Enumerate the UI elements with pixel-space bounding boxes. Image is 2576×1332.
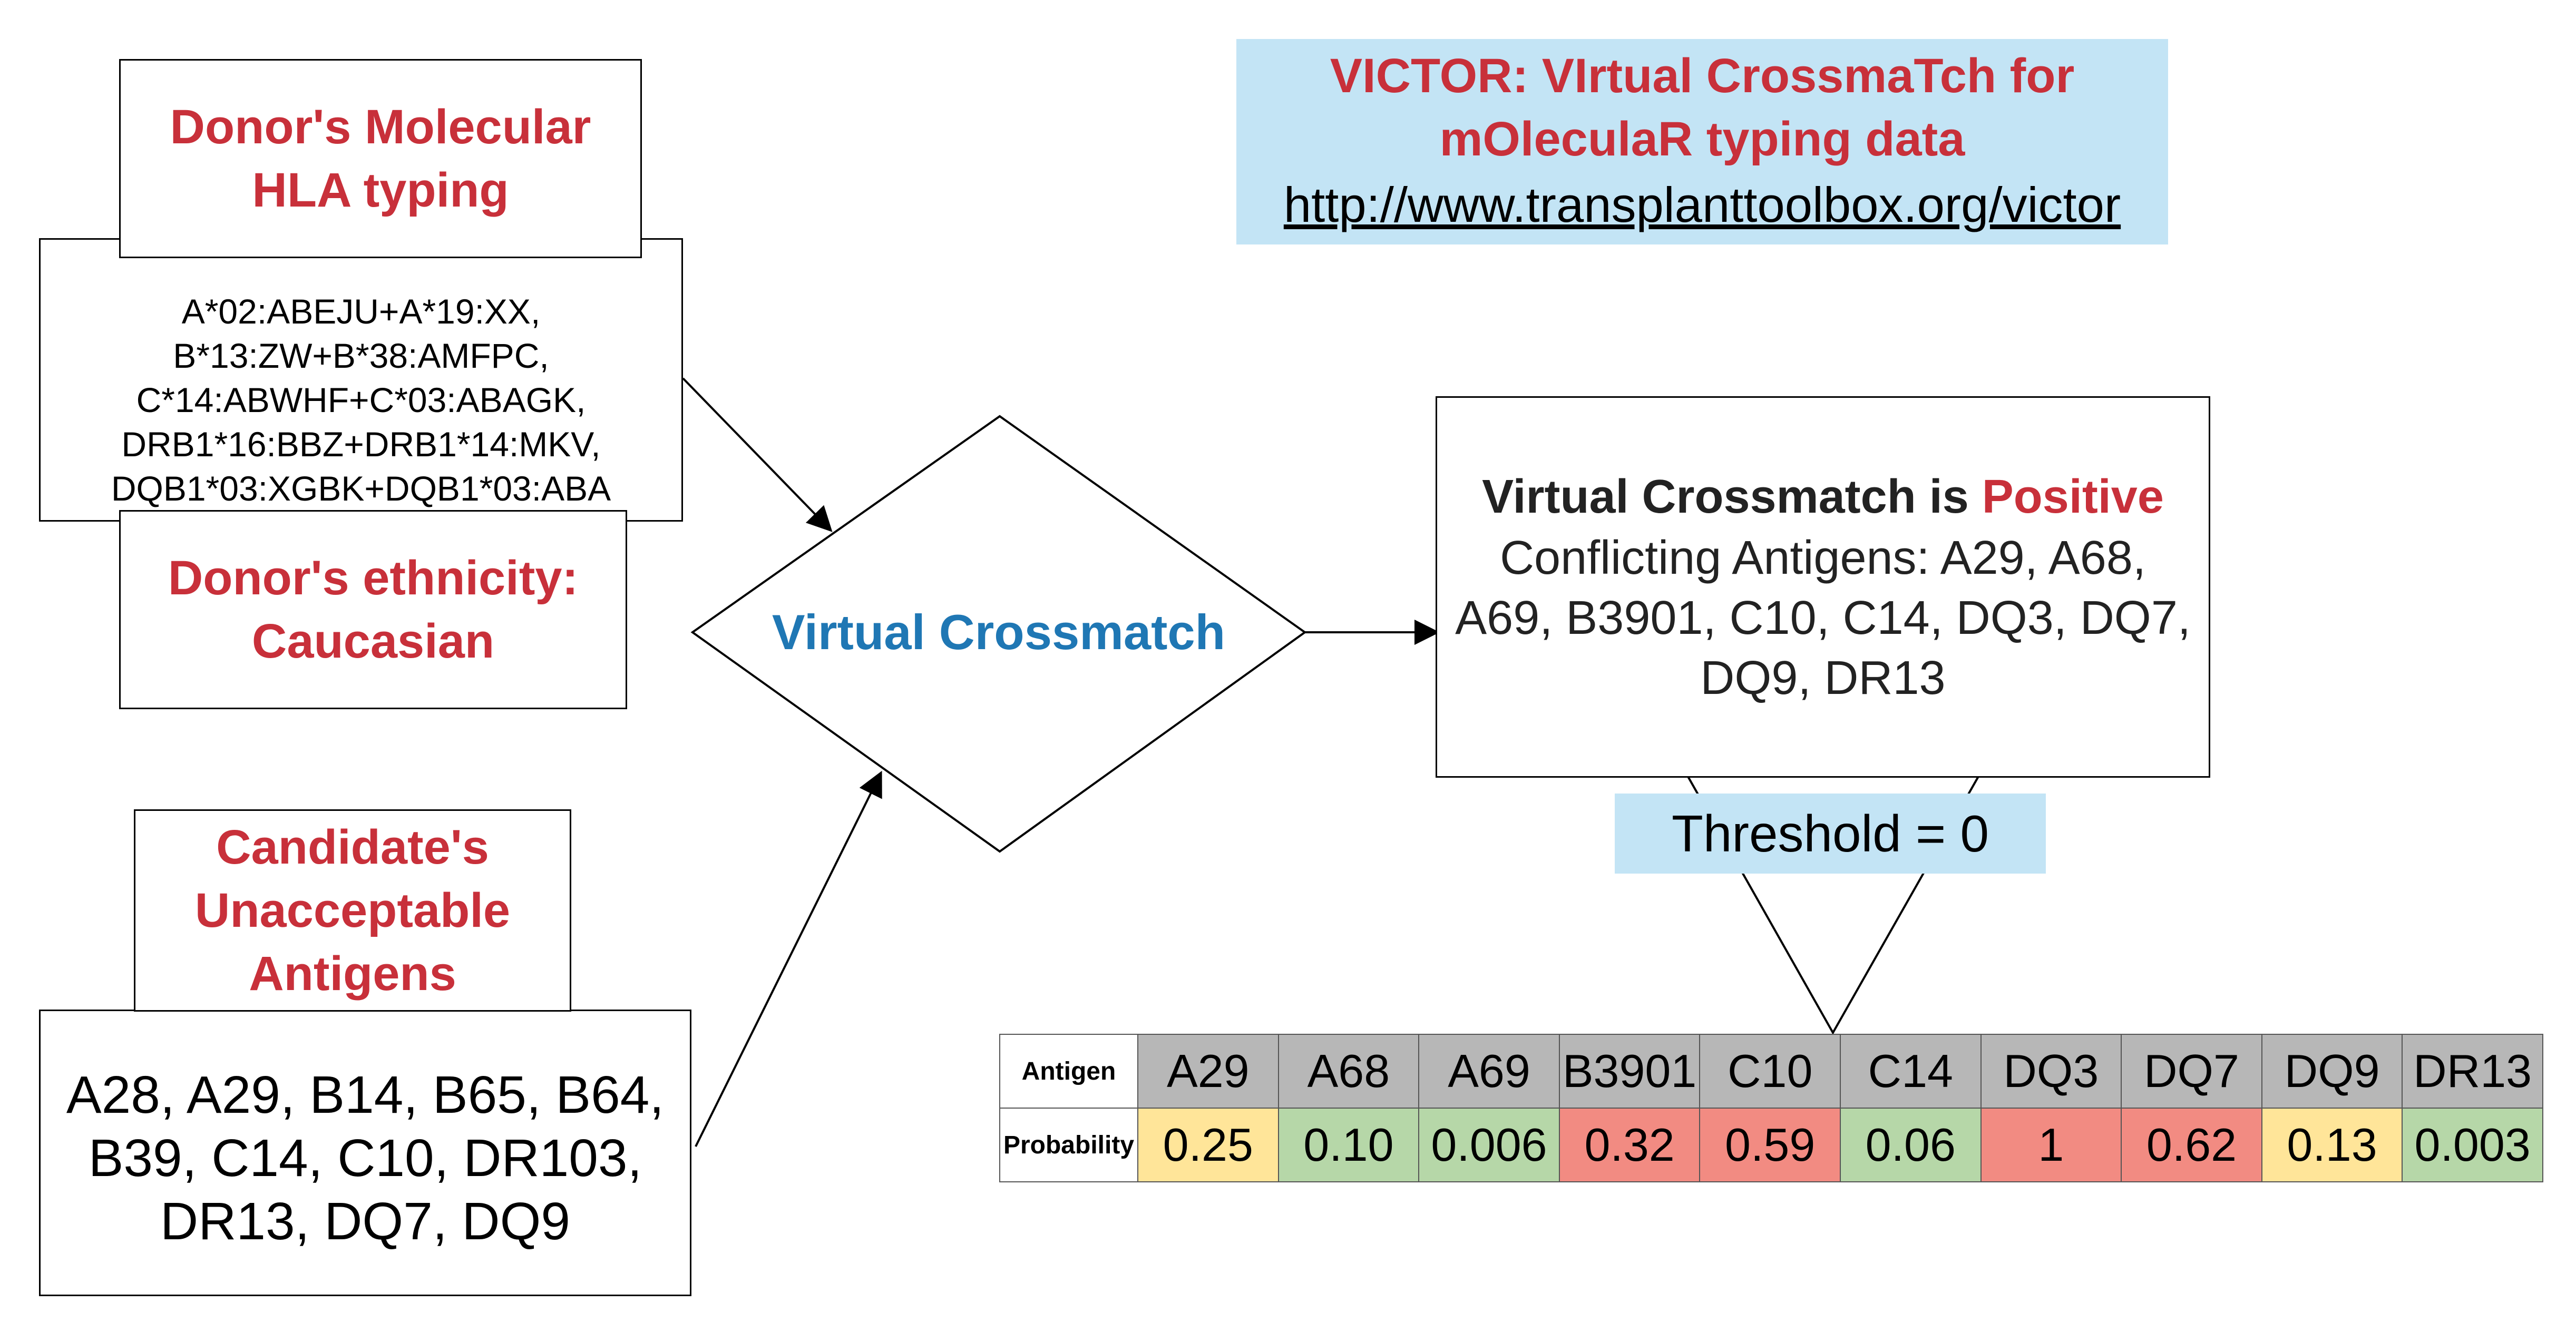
result-heading: Virtual Crossmatch is Positive (1482, 466, 2164, 528)
banner-title-line1: VICTOR: VIrtual CrossmaTch for (1330, 49, 2075, 103)
victor-banner: VICTOR: VIrtual CrossmaTch for mOleculaR… (1236, 39, 2168, 244)
conflicting-antigens-line: DQ9, DR13 (1700, 652, 1946, 704)
donor-typing-line: C*14:ABWHF+C*03:ABAGK, (136, 380, 586, 419)
antigen-probability-table: Antigen A29 A68 A69 B3901 C10 C14 DQ3 DQ… (999, 1034, 2543, 1182)
probability-cell: 0.13 (2261, 1108, 2403, 1182)
candidate-antigens-line: DR13, DQ7, DQ9 (160, 1192, 571, 1251)
donor-ethnicity-label: Donor's ethnicity: (168, 551, 579, 605)
crossmatch-decision-label: Virtual Crossmatch (692, 595, 1305, 669)
antigen-cell: A69 (1418, 1034, 1560, 1109)
table-row: Probability 0.25 0.10 0.006 0.32 0.59 0.… (999, 1108, 2543, 1182)
candidate-antigens-line: B39, C14, C10, DR103, (88, 1129, 642, 1188)
antigen-cell: DQ3 (1980, 1034, 2122, 1109)
donor-ethnicity-box: Donor's ethnicity: Caucasian (119, 510, 627, 709)
antigen-cell: A68 (1277, 1034, 1420, 1109)
probability-cell: 0.25 (1137, 1108, 1279, 1182)
crossmatch-result-box: Virtual Crossmatch is Positive Conflicti… (1436, 396, 2210, 778)
probability-cell: 1 (1980, 1108, 2122, 1182)
donor-typing-line: DQB1*03:XGBK+DQB1*03:ABA (111, 469, 611, 508)
donor-typing-list-box: A*02:ABEJU+A*19:XX, B*13:ZW+B*38:AMFPC, … (39, 238, 683, 522)
crossmatch-diamond (690, 415, 1307, 853)
donor-typing-title-box: Donor's Molecular HLA typing (119, 59, 642, 258)
candidate-antigens-line: A28, A29, B14, B65, B64, (66, 1065, 665, 1124)
donor-typing-title-line1: Donor's Molecular (170, 100, 591, 154)
antigen-cell: DQ9 (2261, 1034, 2403, 1109)
probability-row-header: Probability (999, 1108, 1138, 1182)
candidate-to-crossmatch-arrow (695, 770, 882, 1147)
result-status-badge: Positive (1982, 471, 2164, 523)
antigen-row-header: Antigen (999, 1034, 1138, 1109)
probability-cell: 0.10 (1277, 1108, 1420, 1182)
probability-cell: 0.06 (1839, 1108, 1982, 1182)
conflicting-antigens-line: Conflicting Antigens: A29, A68, (1500, 532, 2146, 584)
candidate-antigens-list-box: A28, A29, B14, B65, B64, B39, C14, C10, … (39, 1010, 691, 1296)
donor-ethnicity-value: Caucasian (251, 614, 495, 668)
antigen-cell: DR13 (2402, 1034, 2543, 1109)
probability-cell: 0.003 (2402, 1108, 2543, 1182)
candidate-title-line2: Unacceptable (194, 884, 511, 937)
threshold-label-box: Threshold = 0 (1615, 794, 2046, 874)
antigen-cell: C14 (1839, 1034, 1982, 1109)
donor-to-crossmatch-arrow (682, 377, 833, 532)
result-heading-prefix: Virtual Crossmatch is (1482, 471, 1982, 523)
donor-typing-line: DRB1*16:BBZ+DRB1*14:MKV, (121, 425, 601, 464)
probability-cell: 0.59 (1699, 1108, 1841, 1182)
antigen-cell: B3901 (1558, 1034, 1701, 1109)
antigen-cell: DQ7 (2121, 1034, 2262, 1109)
antigen-cell: C10 (1699, 1034, 1841, 1109)
candidate-title-line3: Antigens (249, 947, 456, 1001)
candidate-title-box: Candidate's Unacceptable Antigens (134, 809, 571, 1012)
probability-cell: 0.32 (1558, 1108, 1701, 1182)
probability-cell: 0.62 (2121, 1108, 2262, 1182)
threshold-label: Threshold = 0 (1672, 804, 1989, 863)
victor-url-link[interactable]: http://www.transplanttoolbox.org/victor (1283, 177, 2121, 232)
probability-cell: 0.006 (1418, 1108, 1560, 1182)
antigen-cell: A29 (1137, 1034, 1279, 1109)
banner-title-line2: mOleculaR typing data (1439, 112, 1965, 166)
candidate-title-line1: Candidate's (216, 820, 489, 874)
donor-typing-title-line2: HLA typing (252, 163, 509, 217)
donor-typing-line: B*13:ZW+B*38:AMFPC, (173, 336, 549, 375)
conflicting-antigens-line: A69, B3901, C10, C14, DQ3, DQ7, (1455, 592, 2191, 644)
donor-typing-line: A*02:ABEJU+A*19:XX, (181, 292, 541, 331)
table-row: Antigen A29 A68 A69 B3901 C10 C14 DQ3 DQ… (999, 1034, 2543, 1109)
crossmatch-label-text: Virtual Crossmatch (772, 604, 1226, 660)
